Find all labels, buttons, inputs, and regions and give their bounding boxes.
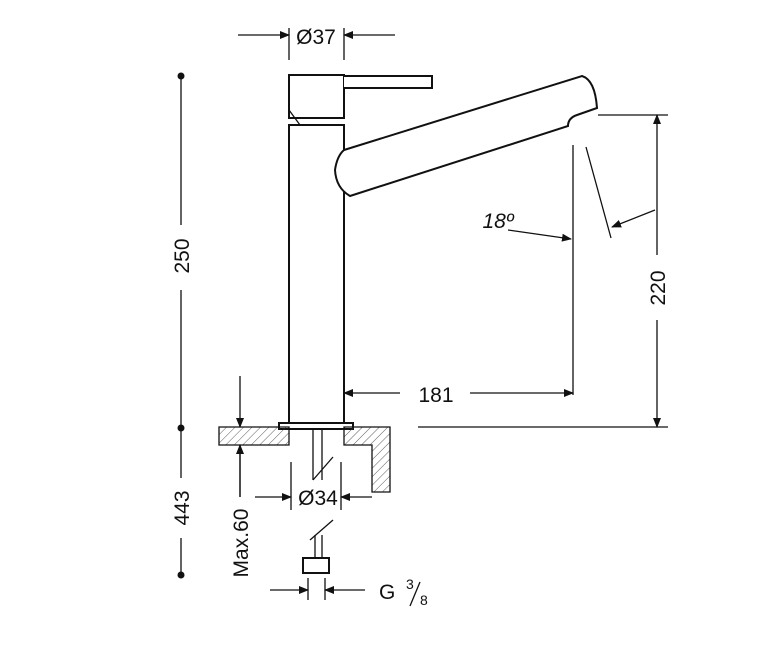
top-diameter-label: Ø37 [296,26,336,49]
dim-spout-reach: 181 [343,145,574,407]
countertop [218,426,391,493]
thread-denominator: 8 [420,592,428,608]
lever [344,75,433,89]
dim-base-diameter: Ø34 [255,462,372,510]
base-diameter-label: Ø34 [298,487,338,510]
shank [302,429,334,574]
max-thickness-label: Max.60 [230,509,253,578]
dim-thread: G 3 8 [270,576,428,608]
thread-numerator: 3 [406,576,414,592]
handle-cap [288,74,345,119]
base-flange [278,422,354,430]
hose-nut [302,557,330,574]
dim-top-diameter: Ø37 [238,26,395,60]
faucet-body [278,74,599,430]
spout-reach-label: 181 [418,384,453,407]
dim-left-heights: 250 443 [171,72,194,579]
dim-spout-height: 220 [418,114,670,428]
dim-swivel-angle: 18º [482,146,656,242]
spout-height-label: 220 [647,270,670,305]
thread-prefix: G [379,581,395,604]
height-250-label: 250 [171,238,194,273]
length-443-label: 443 [171,490,194,525]
spout [333,74,599,198]
swivel-angle-label: 18º [482,210,514,233]
dim-max-thickness: Max.60 [230,376,253,577]
